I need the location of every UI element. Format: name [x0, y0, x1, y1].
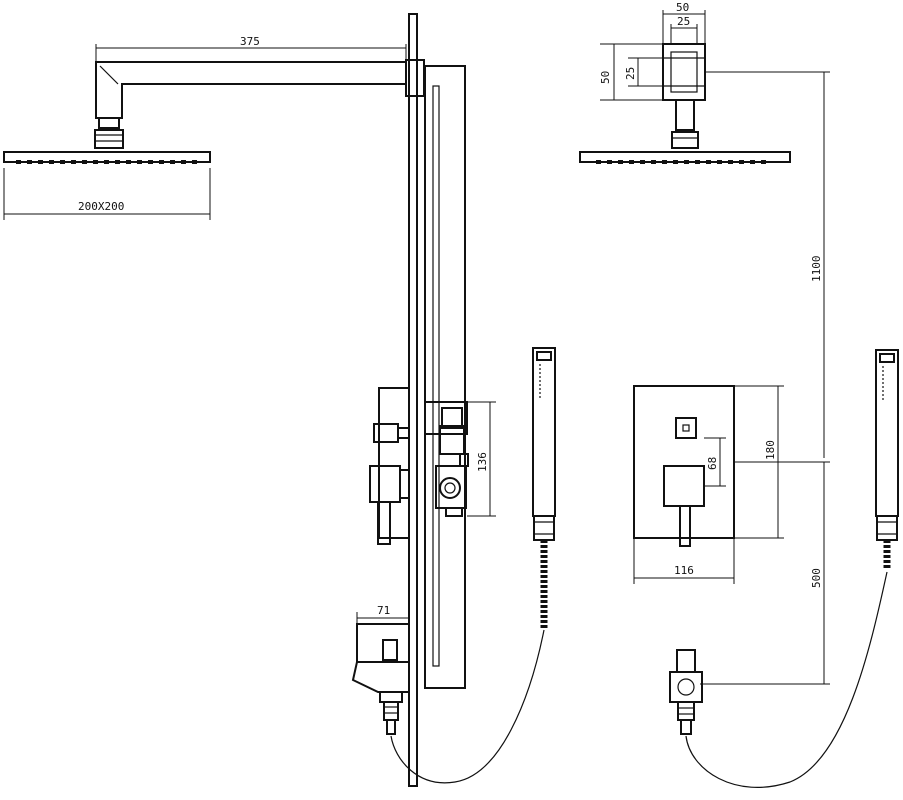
dim-plate-height: 180 — [764, 440, 777, 460]
mixer-handle — [369, 465, 401, 503]
wall-panel — [408, 13, 418, 787]
shower-holder-bracket — [424, 401, 468, 435]
dim-plate-width: 116 — [674, 564, 694, 577]
shower-column-assembly: 375 200X200 136 — [3, 13, 556, 787]
arm-swivel — [94, 129, 124, 149]
dim-spout-projection: 71 — [377, 604, 390, 617]
concealed-valve-plate: 180 68 116 500 — [633, 385, 830, 685]
dim-head-size: 200X200 — [78, 200, 124, 213]
mixer-valve — [369, 453, 469, 545]
dim-head-width-a: 50 — [676, 1, 689, 14]
upper-valve-handle — [373, 423, 399, 443]
riser-inner — [432, 85, 440, 667]
hose-curve-right — [685, 571, 888, 788]
arm-connector — [98, 117, 120, 129]
upper-valve — [373, 387, 468, 539]
riser-outer — [424, 65, 466, 689]
dim-riser-height: 1100 — [810, 256, 823, 283]
dim-valve-spacing: 136 — [476, 452, 489, 472]
shower-arm — [95, 61, 407, 119]
valve-plate — [633, 385, 735, 539]
mixer-handle-front — [663, 465, 705, 507]
shower-head-side-view: 50 25 50 25 1100 — [579, 1, 830, 458]
dim-handle-length: 68 — [706, 457, 719, 470]
diverter-knob — [675, 417, 697, 439]
dim-head-height-a: 50 — [599, 71, 612, 84]
dim-arm-length: 375 — [240, 35, 260, 48]
wall-outlet-right — [669, 649, 703, 735]
hose-curve-left — [390, 629, 545, 784]
mixer-cartridge — [439, 477, 461, 499]
hand-shower-right — [685, 349, 899, 788]
hand-shower-left — [532, 347, 556, 628]
bath-spout — [351, 623, 410, 735]
dim-head-width-b: 25 — [677, 15, 690, 28]
dim-outlet-height: 500 — [810, 568, 823, 588]
dim-head-height-b: 25 — [624, 67, 637, 80]
